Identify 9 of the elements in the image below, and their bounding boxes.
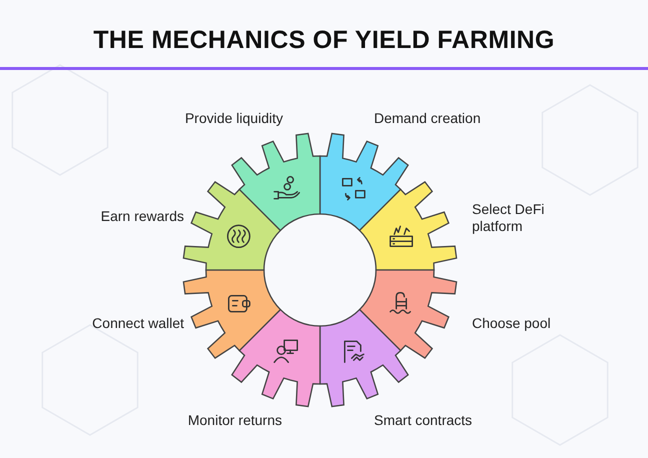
step-label: Monitor returns: [186, 412, 282, 429]
step-label: Connect wallet: [91, 315, 184, 332]
step-label: Smart contracts: [374, 412, 474, 429]
step-label: Provide liquidity: [184, 110, 283, 127]
title: THE MECHANICS OF YIELD FARMING: [92, 26, 556, 55]
step-label: Select DeFi platform: [472, 201, 546, 235]
step-label: Demand creation: [374, 110, 482, 127]
step-label: Earn rewards: [100, 208, 184, 225]
step-label: Choose pool: [472, 315, 552, 332]
